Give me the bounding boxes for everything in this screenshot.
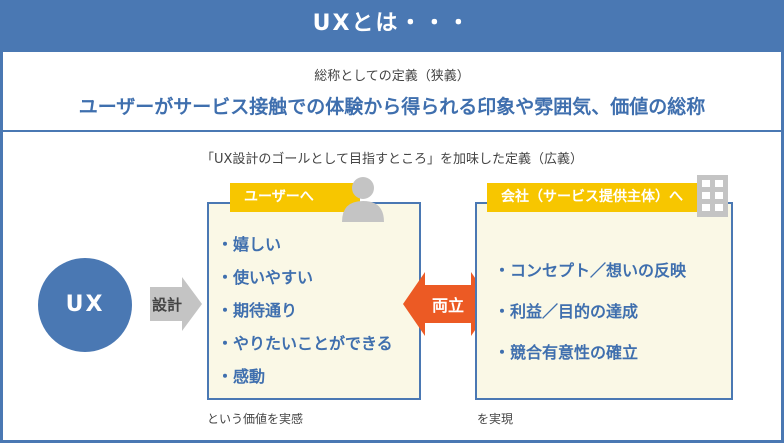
list-item: ・期待通り bbox=[217, 301, 298, 320]
both-ways-arrow bbox=[403, 272, 493, 336]
user-value-box bbox=[207, 202, 421, 400]
user-value-list: ・嬉しい ・使いやすい ・期待通り ・やりたいことができる ・感動 bbox=[217, 228, 393, 393]
building-icon bbox=[697, 175, 728, 217]
list-item: ・嬉しい bbox=[217, 235, 282, 254]
list-item: ・競合有意性の確立 bbox=[494, 343, 639, 362]
user-label: ユーザーへ bbox=[230, 183, 360, 212]
design-arrow-label: 設計 bbox=[152, 296, 183, 314]
list-item: ・利益／目的の達成 bbox=[494, 302, 639, 321]
list-item: ・コンセプト／想いの反映 bbox=[494, 261, 687, 280]
design-arrow bbox=[150, 277, 202, 331]
list-item: ・感動 bbox=[217, 367, 266, 386]
narrow-definition-section: 総称としての定義（狭義） ユーザーがサービス接触での体験から得られる印象や雰囲気… bbox=[3, 52, 781, 132]
company-label: 会社（サービス提供主体）へ bbox=[487, 183, 699, 212]
page-title: UXとは・・・ bbox=[0, 0, 784, 52]
ux-circle: UX bbox=[38, 258, 132, 352]
broad-caption: 「UX設計のゴールとして目指すところ」を加味した定義（広義） bbox=[200, 152, 584, 167]
list-item: ・やりたいことができる bbox=[217, 334, 393, 353]
company-value-box bbox=[475, 202, 733, 400]
narrow-caption: 総称としての定義（狭義） bbox=[314, 69, 470, 84]
user-note: という価値を実感 bbox=[207, 412, 304, 426]
list-item: ・使いやすい bbox=[217, 268, 314, 287]
person-icon bbox=[342, 177, 384, 222]
both-ways-label: 両立 bbox=[431, 296, 464, 315]
narrow-definition: ユーザーがサービス接触での体験から得られる印象や雰囲気、価値の総称 bbox=[78, 96, 706, 118]
company-value-list: ・コンセプト／想いの反映 ・利益／目的の達成 ・競合有意性の確立 bbox=[494, 250, 686, 373]
company-note: を実現 bbox=[477, 412, 514, 426]
